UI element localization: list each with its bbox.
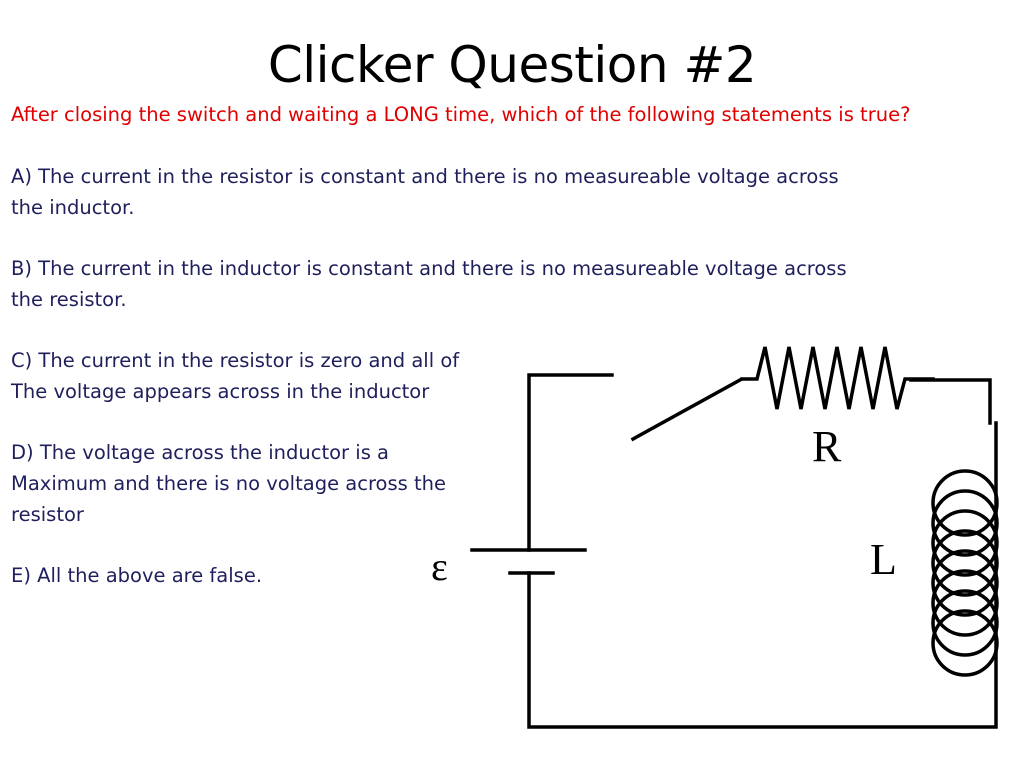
option-d-line-3: resistor bbox=[11, 503, 84, 526]
resistor bbox=[740, 346, 935, 410]
option-a-line-1: A) The current in the resistor is consta… bbox=[11, 165, 839, 188]
inductor-label: L bbox=[870, 535, 897, 584]
emf-label: ε bbox=[431, 544, 448, 589]
option-d: D) The voltage across the inductor is a … bbox=[11, 437, 911, 530]
wire-bottom bbox=[527, 421, 998, 729]
wire-top-right bbox=[909, 378, 992, 425]
resistor-label: R bbox=[812, 422, 842, 471]
option-e: E) All the above are false. bbox=[11, 560, 911, 591]
option-c-line-2: The voltage appears across in the induct… bbox=[11, 380, 430, 403]
option-c: C) The current in the resistor is zero a… bbox=[11, 345, 911, 407]
option-b-line-2: the resistor. bbox=[11, 288, 127, 311]
question-prompt: After closing the switch and waiting a L… bbox=[11, 103, 911, 126]
wire-top-left bbox=[527, 373, 614, 552]
option-d-line-2: Maximum and there is no voltage across t… bbox=[11, 472, 446, 495]
option-a-line-2: the inductor. bbox=[11, 196, 135, 219]
option-d-line-1: D) The voltage across the inductor is a bbox=[11, 441, 390, 464]
switch-blade bbox=[630, 377, 743, 442]
inductor-coil bbox=[931, 469, 999, 677]
slide-title: Clicker Question #2 bbox=[267, 36, 757, 94]
option-b-line-1: B) The current in the inductor is consta… bbox=[11, 257, 847, 280]
option-a: A) The current in the resistor is consta… bbox=[11, 161, 911, 223]
option-c-line-1: C) The current in the resistor is zero a… bbox=[11, 349, 460, 372]
option-b: B) The current in the inductor is consta… bbox=[11, 253, 911, 315]
option-e-line-1: E) All the above are false. bbox=[11, 564, 263, 587]
